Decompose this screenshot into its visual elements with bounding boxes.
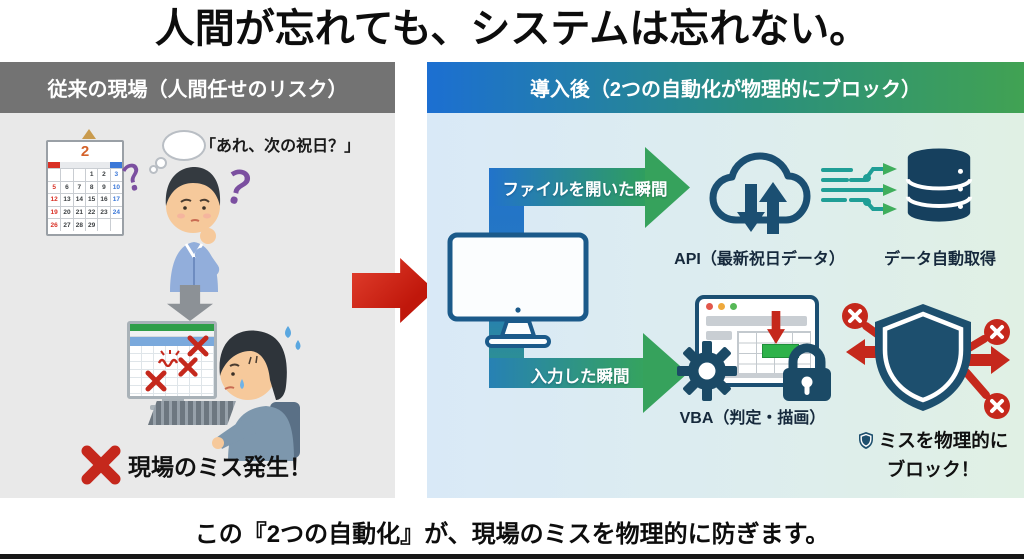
calendar-cell: [60, 168, 73, 181]
window-traffic-dots: [706, 303, 737, 310]
spreadsheet-monitor: [127, 321, 217, 399]
error-x-icon: [178, 357, 198, 377]
error-x-icon: [187, 335, 209, 357]
after-panel-body: ファイルを開いた瞬間 入力した瞬間 API（最新祝日データ）: [427, 113, 1024, 498]
input-trigger-label: 入力した瞬間: [530, 368, 630, 386]
green-dot-icon: [730, 303, 737, 310]
calendar-cell: 29: [84, 218, 98, 231]
calendar-cell: 14: [72, 193, 85, 206]
calendar-cell: 28: [72, 218, 85, 231]
calendar-cell: [48, 168, 61, 181]
calendar-cell: [97, 218, 110, 231]
spreadsheet-rows: [130, 346, 214, 396]
open-trigger-label: ファイルを開いた瞬間: [502, 181, 668, 199]
after-panel-header: 導入後（2つの自動化が物理的にブロック）: [427, 62, 1024, 113]
footer-message: この『2つの自動化』が、現場のミスを物理的に防ぎます。: [194, 521, 830, 548]
calendar-cell: 19: [48, 205, 61, 219]
window-bottom-bar: [706, 373, 807, 378]
calendar-cell: 1: [84, 168, 98, 181]
spreadsheet-toolbar: [130, 331, 214, 337]
calendar-cell: 27: [60, 218, 73, 231]
vba-label: VBA（判定・描画）: [679, 410, 826, 427]
shield-block-icon: [842, 303, 1010, 419]
calendar-cell: 13: [60, 193, 73, 206]
error-x-icon: [145, 370, 167, 392]
calendar-week-strip: [48, 162, 122, 168]
bottom-rule: [0, 554, 1024, 559]
open-trigger-arrow: [489, 168, 645, 206]
spreadsheet-title-bar: [130, 324, 214, 331]
thinking-worker-illustration: [165, 167, 221, 292]
calendar-cell: 10: [109, 180, 122, 194]
block-caption-line2: ブロック！: [886, 459, 980, 480]
calendar-cell: [109, 218, 122, 231]
pc-monitor-icon: [447, 232, 589, 348]
error-x-icon-large: [81, 445, 121, 485]
before-panel-header: 従来の現場（人間任せのリスク）: [0, 62, 395, 113]
thought-text: 「あれ、次の祝日？」: [200, 138, 361, 155]
calendar-cell: 16: [97, 193, 110, 206]
window-side-bar: [706, 331, 732, 340]
calendar-hook-icon: [82, 129, 96, 139]
keyboard-icon: [148, 401, 236, 425]
calendar-month: 2: [80, 143, 90, 160]
calendar-cell: 23: [97, 205, 110, 219]
calendar-cell: 12: [48, 193, 61, 206]
data-flow-icon: [821, 163, 897, 215]
block-caption: ミスを物理的に ブロック！: [835, 427, 1024, 482]
calendar-cell: 26: [48, 218, 61, 231]
calendar-cell: 21: [72, 205, 85, 219]
thought-bubble-dot: [155, 157, 167, 169]
after-panel: 導入後（2つの自動化が物理的にブロック） ファイルを開いた瞬間 入力した瞬間: [427, 62, 1024, 498]
calendar-cell: 9: [97, 180, 110, 194]
stressed-worker-illustration: [212, 326, 301, 461]
calendar-cell: [72, 168, 85, 181]
calendar-cell: 20: [60, 205, 73, 219]
red-dot-icon: [706, 303, 713, 310]
calendar-cell: 5: [48, 180, 61, 194]
thought-bubble-icon: [162, 130, 206, 161]
input-trigger-arrow: [489, 358, 643, 388]
window-toolbar: [706, 316, 807, 326]
calendar-cell: 3: [109, 168, 122, 181]
calendar-cell: 15: [84, 193, 98, 206]
yellow-dot-icon: [718, 303, 725, 310]
cloud-api-icon: [709, 152, 811, 234]
calendar-cell: 8: [84, 180, 98, 194]
page-title: 人間が忘れても、システムは忘れない。: [154, 7, 870, 51]
api-label: API（最新祝日データ）: [674, 251, 845, 268]
error-label: 現場のミス発生！: [128, 454, 312, 480]
spreadsheet-header-row: [130, 337, 214, 346]
calendar-cell: 2: [97, 168, 110, 181]
database-icon: [905, 148, 973, 222]
gear-icon: [677, 341, 737, 401]
thought-bubble-dot: [149, 165, 158, 174]
calendar-cell: 7: [72, 180, 85, 194]
calendar-cell: 24: [109, 205, 122, 219]
calendar-cell: 17: [109, 193, 122, 206]
calendar-cell: 22: [84, 205, 98, 219]
padlock-icon: [783, 343, 831, 401]
mini-shield-icon: [858, 431, 873, 449]
calendar-cell: 6: [60, 180, 73, 194]
block-caption-line1: ミスを物理的に: [878, 430, 1009, 451]
data-fetch-label: データ自動取得: [883, 251, 996, 268]
error-scribble-icon: [157, 350, 180, 367]
